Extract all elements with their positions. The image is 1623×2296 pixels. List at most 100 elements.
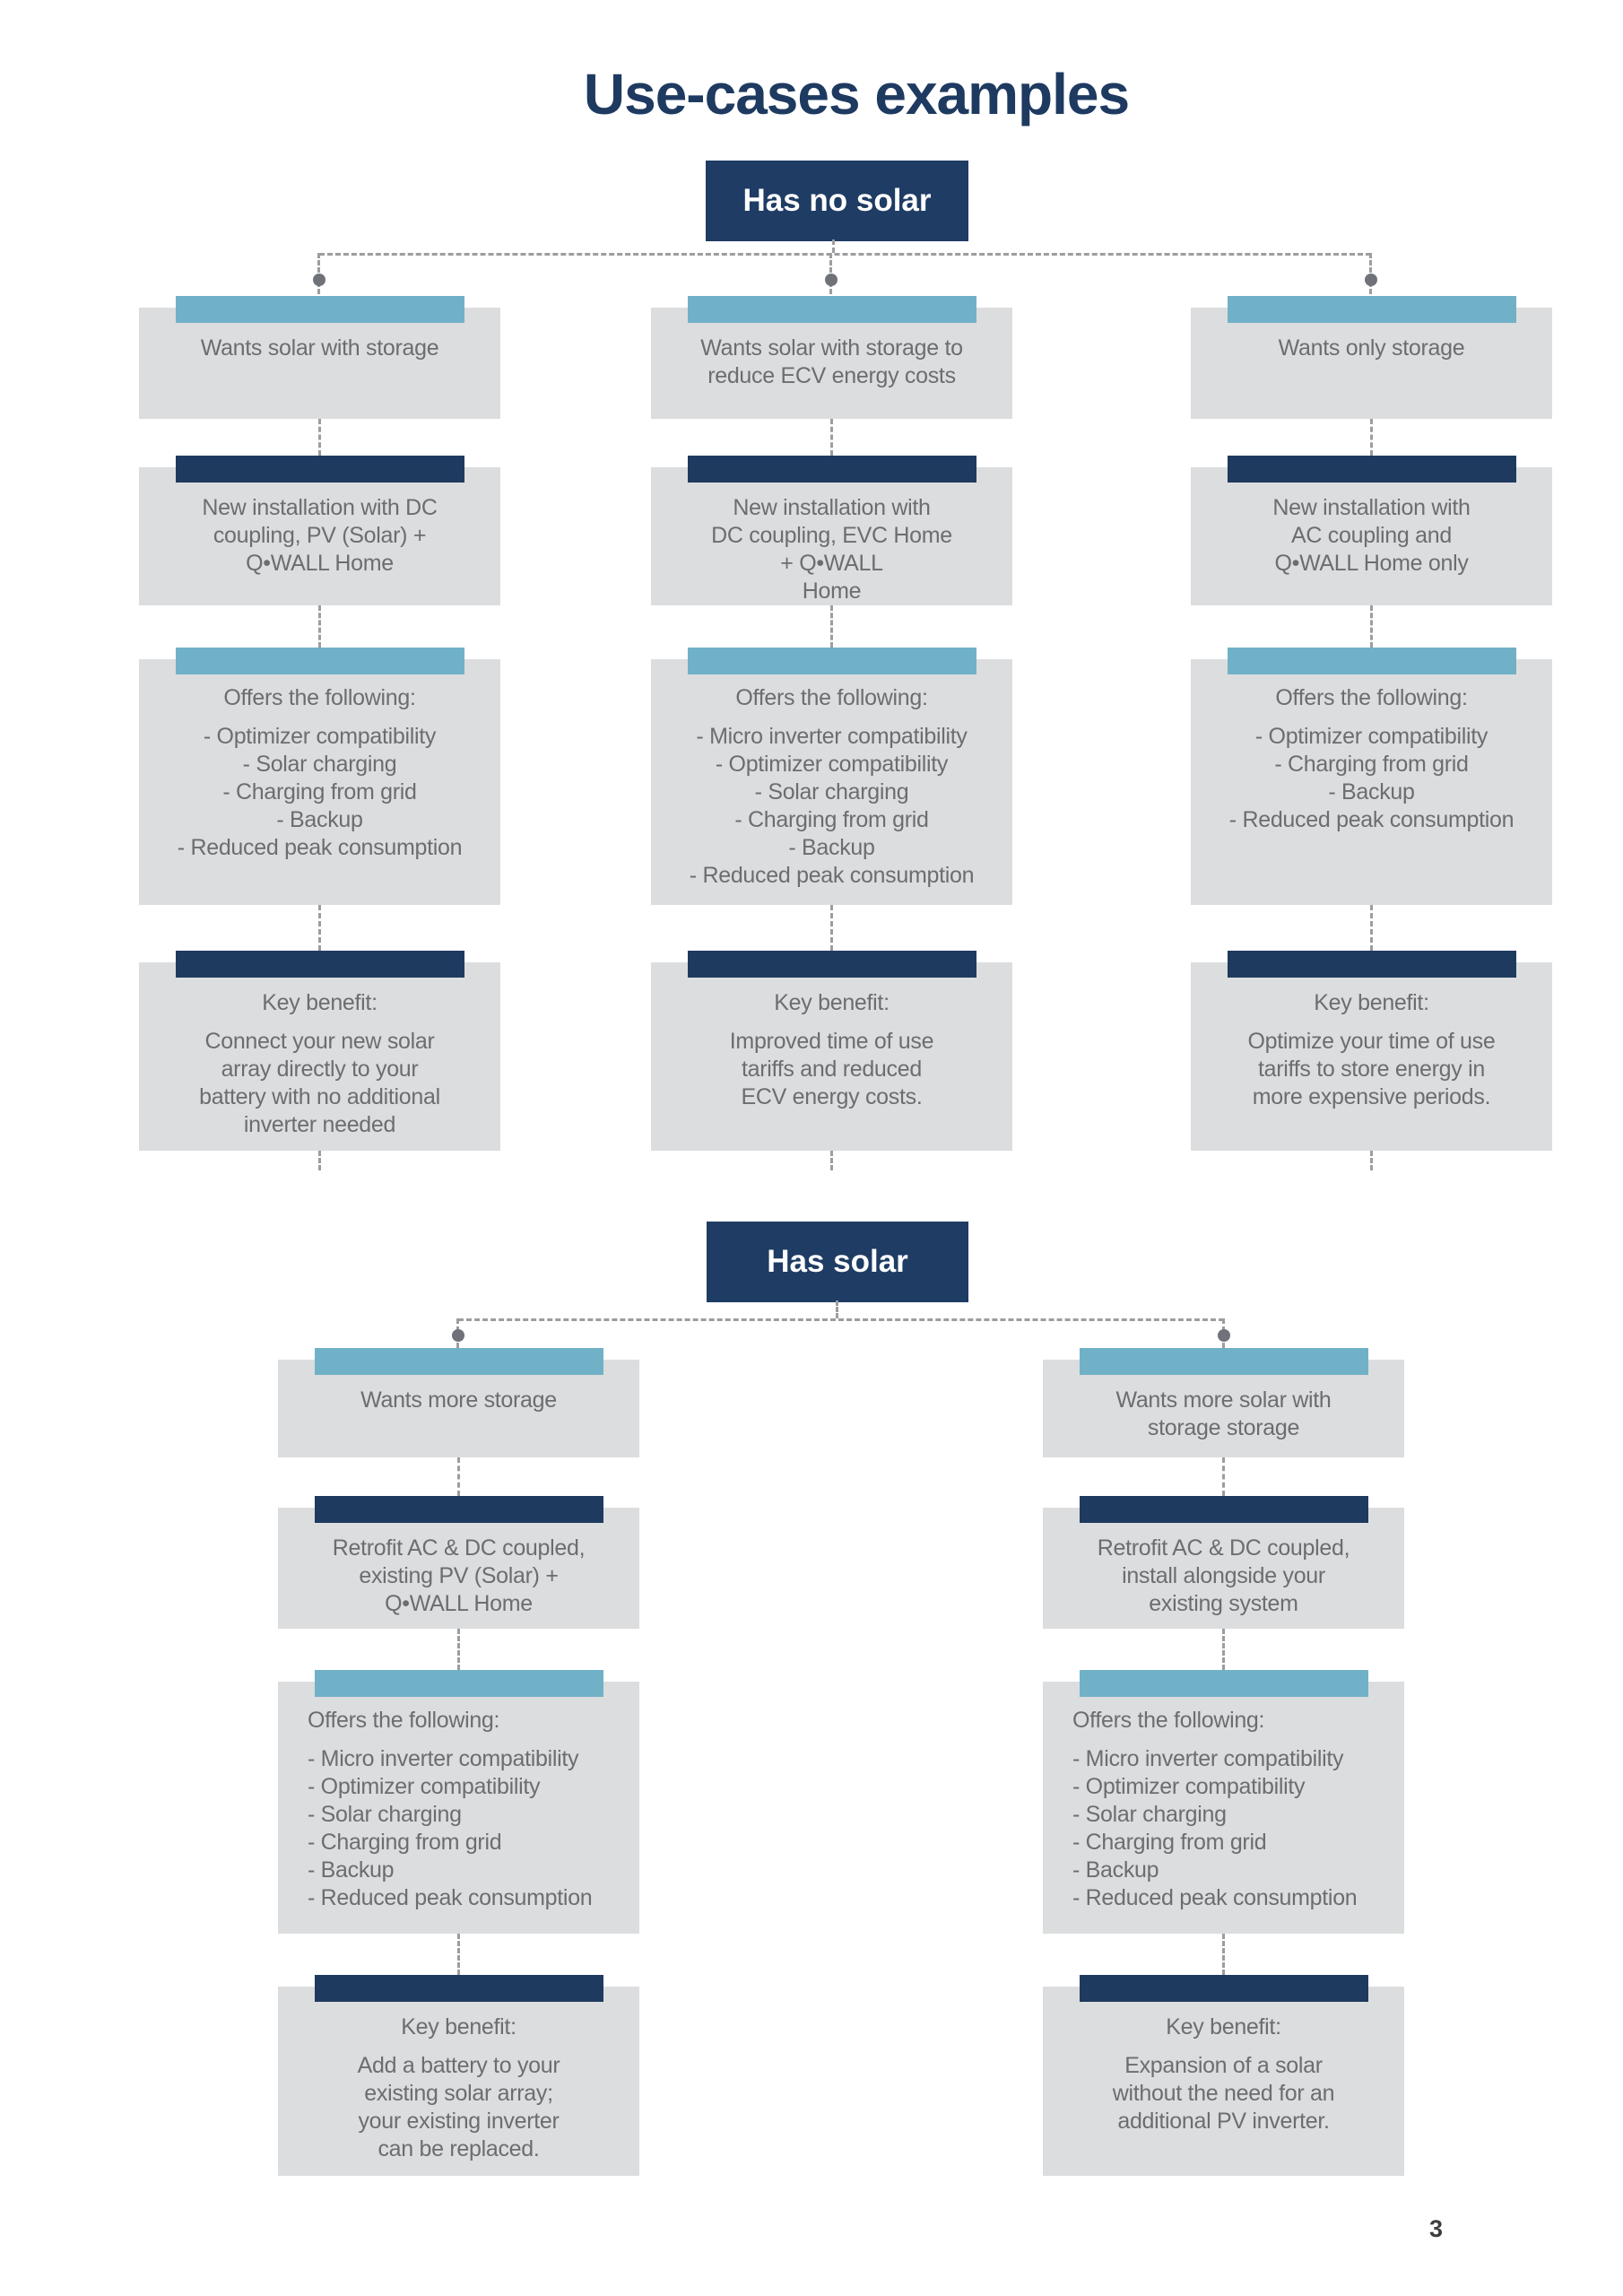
branch-dot bbox=[1218, 1329, 1230, 1342]
accent-bar-navy bbox=[314, 1975, 603, 2002]
dashed-connector bbox=[457, 1457, 460, 1496]
connector-stub bbox=[836, 1300, 838, 1318]
accent-bar-navy bbox=[1227, 951, 1516, 978]
offers-item: - Micro inverter compatibility bbox=[696, 724, 968, 749]
usecase-column: Wants only storage New installation with… bbox=[1191, 296, 1552, 1170]
dashed-connector bbox=[1222, 1457, 1225, 1496]
wants-text: Wants more solar with storage storage bbox=[1115, 1387, 1332, 1440]
offers-item: - Charging from grid bbox=[222, 779, 417, 804]
offers-item: - Charging from grid bbox=[1274, 752, 1469, 777]
offers-item: - Solar charging bbox=[242, 752, 397, 777]
install-box: Retrofit AC & DC coupled, existing PV (S… bbox=[278, 1496, 639, 1629]
offers-heading: Offers the following: bbox=[308, 1708, 500, 1733]
accent-bar-blue bbox=[687, 648, 976, 674]
offers-item: - Optimizer compatibility bbox=[1254, 724, 1488, 749]
usecase-column: Wants more storage Retrofit AC & DC coup… bbox=[278, 1348, 639, 2176]
dashed-connector bbox=[1222, 1934, 1225, 1975]
accent-bar-blue bbox=[687, 296, 976, 323]
accent-bar-blue bbox=[1227, 296, 1516, 323]
dashed-tail bbox=[1370, 1151, 1373, 1170]
accent-bar-blue bbox=[314, 1348, 603, 1375]
dashed-connector bbox=[1370, 419, 1373, 456]
dashed-connector bbox=[1222, 1629, 1225, 1670]
offers-heading: Offers the following: bbox=[1072, 1708, 1265, 1733]
section-hub-has-solar: Has solar bbox=[707, 1222, 968, 1302]
accent-bar-navy bbox=[175, 951, 464, 978]
key-benefit-text: Connect your new solar array directly to… bbox=[199, 1029, 440, 1137]
offers-item: - Reduced peak consumption bbox=[177, 835, 463, 860]
offers-item: - Optimizer compatibility bbox=[308, 1774, 541, 1799]
key-benefit-box: Key benefit: Expansion of a solar withou… bbox=[1043, 1975, 1404, 2176]
key-benefit-heading: Key benefit: bbox=[1166, 2014, 1281, 2039]
wants-box: Wants more solar with storage storage bbox=[1043, 1348, 1404, 1457]
wants-text: Wants solar with storage bbox=[200, 335, 439, 361]
wants-box: Wants more storage bbox=[278, 1348, 639, 1457]
offers-item: - Charging from grid bbox=[1072, 1830, 1267, 1855]
dashed-connector bbox=[830, 905, 833, 951]
offers-item: - Solar charging bbox=[308, 1802, 462, 1827]
offers-box: Offers the following: - Micro inverter c… bbox=[651, 648, 1012, 905]
install-box: New installation with AC coupling and Q•… bbox=[1191, 456, 1552, 605]
usecase-column: Wants solar with storage New installatio… bbox=[139, 296, 500, 1170]
key-benefit-text: Improved time of use tariffs and reduced… bbox=[729, 1029, 934, 1109]
accent-bar-blue bbox=[175, 648, 464, 674]
offers-box: Offers the following: - Optimizer compat… bbox=[1191, 648, 1552, 905]
offers-list: - Optimizer compatibility - Solar chargi… bbox=[139, 723, 500, 862]
key-benefit-heading: Key benefit: bbox=[262, 990, 378, 1015]
accent-bar-navy bbox=[175, 456, 464, 483]
offers-box: Offers the following: - Micro inverter c… bbox=[278, 1670, 639, 1934]
offers-item: - Micro inverter compatibility bbox=[308, 1746, 579, 1771]
install-text: Retrofit AC & DC coupled, existing PV (S… bbox=[332, 1535, 586, 1616]
accent-bar-navy bbox=[687, 951, 976, 978]
offers-list: - Micro inverter compatibility - Optimiz… bbox=[308, 1745, 632, 1912]
offers-item: - Solar charging bbox=[1072, 1802, 1227, 1827]
offers-heading: Offers the following: bbox=[735, 685, 928, 710]
dashed-tail bbox=[318, 1151, 321, 1170]
offers-item: - Optimizer compatibility bbox=[203, 724, 437, 749]
accent-bar-navy bbox=[1079, 1975, 1368, 2002]
key-benefit-text: Add a battery to your existing solar arr… bbox=[357, 2053, 560, 2161]
branch-dot bbox=[452, 1329, 464, 1342]
accent-bar-blue bbox=[1227, 648, 1516, 674]
dashed-connector bbox=[318, 905, 321, 951]
branch-dot bbox=[313, 274, 325, 286]
offers-heading: Offers the following: bbox=[223, 685, 416, 710]
install-text: New installation with DC coupling, EVC H… bbox=[711, 495, 952, 604]
offers-item: - Backup bbox=[1328, 779, 1415, 804]
install-text: Retrofit AC & DC coupled, install alongs… bbox=[1097, 1535, 1350, 1616]
key-benefit-box: Key benefit: Improved time of use tariff… bbox=[651, 951, 1012, 1151]
wants-box: Wants solar with storage to reduce ECV e… bbox=[651, 296, 1012, 419]
dashed-connector bbox=[830, 419, 833, 456]
key-benefit-heading: Key benefit: bbox=[401, 2014, 516, 2039]
branch-dot bbox=[1365, 274, 1377, 286]
accent-bar-blue bbox=[314, 1670, 603, 1697]
offers-box: Offers the following: - Optimizer compat… bbox=[139, 648, 500, 905]
branch-line bbox=[458, 1318, 1224, 1321]
usecase-column: Wants solar with storage to reduce ECV e… bbox=[651, 296, 1012, 1170]
offers-heading: Offers the following: bbox=[1275, 685, 1468, 710]
wants-box: Wants solar with storage bbox=[139, 296, 500, 419]
accent-bar-navy bbox=[314, 1496, 603, 1523]
dashed-connector bbox=[457, 1934, 460, 1975]
offers-item: - Backup bbox=[276, 807, 363, 832]
accent-bar-navy bbox=[1227, 456, 1516, 483]
dashed-connector bbox=[1370, 605, 1373, 648]
offers-item: - Reduced peak consumption bbox=[1072, 1885, 1358, 1910]
offers-item: - Micro inverter compatibility bbox=[1072, 1746, 1344, 1771]
dashed-connector bbox=[318, 605, 321, 648]
accent-bar-navy bbox=[1079, 1496, 1368, 1523]
connector-stub bbox=[832, 239, 835, 253]
accent-bar-blue bbox=[1079, 1670, 1368, 1697]
install-text: New installation with DC coupling, PV (S… bbox=[202, 495, 438, 576]
offers-item: - Reduced peak consumption bbox=[308, 1885, 593, 1910]
key-benefit-box: Key benefit: Add a battery to your exist… bbox=[278, 1975, 639, 2176]
dashed-connector bbox=[830, 605, 833, 648]
dashed-connector bbox=[457, 1629, 460, 1670]
dashed-tail bbox=[830, 1151, 833, 1170]
page-number: 3 bbox=[1429, 2215, 1444, 2242]
key-benefit-box: Key benefit: Optimize your time of use t… bbox=[1191, 951, 1552, 1151]
page-title: Use-cases examples bbox=[583, 62, 1130, 126]
install-box: Retrofit AC & DC coupled, install alongs… bbox=[1043, 1496, 1404, 1629]
offers-item: - Optimizer compatibility bbox=[1072, 1774, 1306, 1799]
